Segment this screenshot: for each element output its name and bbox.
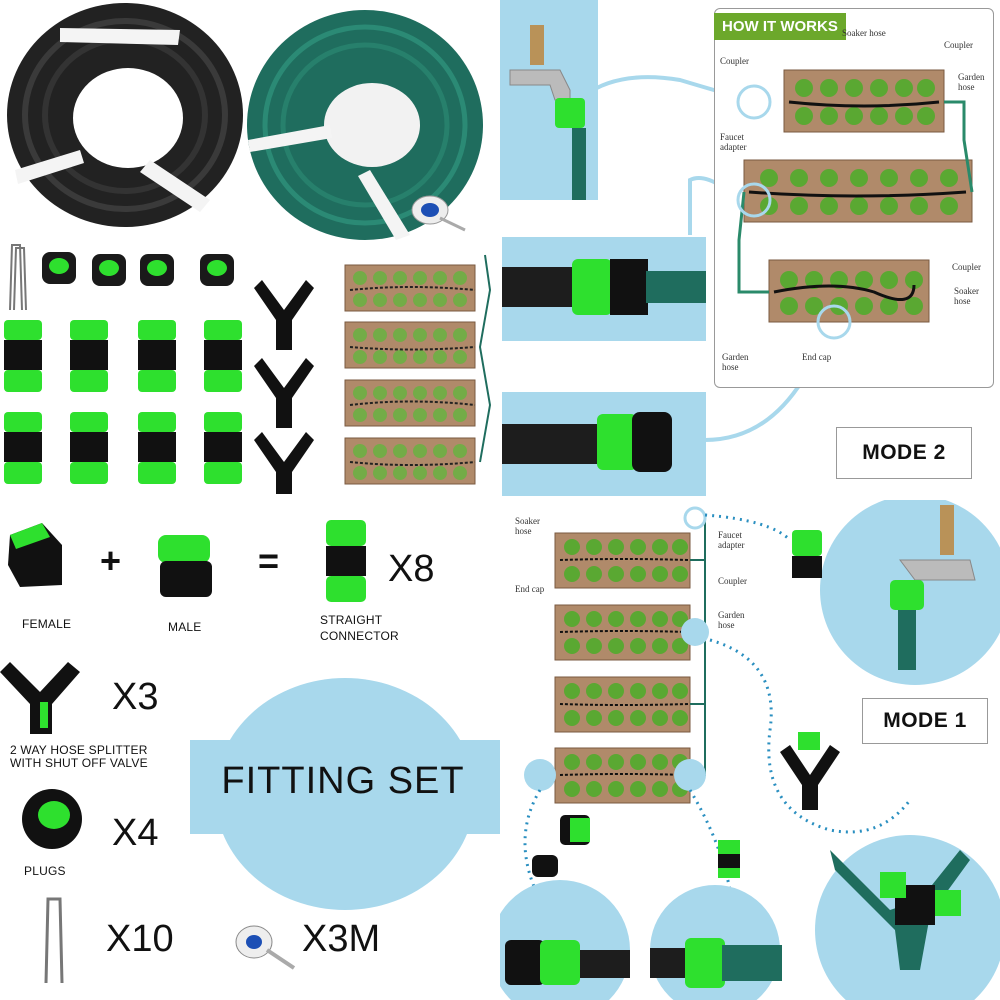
male-label: MALE bbox=[168, 620, 202, 634]
end-cap-photo-panel bbox=[502, 392, 706, 496]
hose-coils-image bbox=[7, 3, 483, 240]
hiw-garden-hose-bottom-label: Garden hose bbox=[722, 352, 749, 372]
mode1-faucet-photo bbox=[890, 505, 976, 670]
mode2-badge: MODE 2 bbox=[836, 427, 972, 479]
hiw-garden-hose-label: Garden hose bbox=[958, 72, 985, 92]
m1-faucet-adapter-label: Faucet adapter bbox=[718, 530, 745, 550]
plug-icon bbox=[22, 789, 82, 849]
how-it-works-title: HOW IT WORKS bbox=[714, 13, 846, 40]
male-fitting-icon bbox=[158, 535, 212, 597]
coupler-photo bbox=[502, 259, 706, 315]
faucet-photo-panel bbox=[500, 0, 598, 200]
y-splitters-column bbox=[254, 280, 314, 494]
hiw-coupler-left-label: Coupler bbox=[720, 56, 749, 66]
straight-connector-qty: X8 bbox=[388, 548, 435, 590]
female-fitting-icon bbox=[8, 523, 62, 587]
coupler-photo-panel bbox=[502, 237, 706, 341]
hiw-faucet-adapter-label: Faucet adapter bbox=[720, 132, 747, 152]
hiw-coupler-bottom-label: Coupler bbox=[952, 262, 981, 272]
female-label: FEMALE bbox=[22, 617, 72, 631]
m1-garden-hose-label: Garden hose bbox=[718, 610, 745, 630]
faucet-icon bbox=[509, 25, 586, 200]
hiw-soaker-hose-bottom-label: Soaker hose bbox=[954, 286, 979, 306]
m1-soaker-hose-label: Soaker hose bbox=[515, 516, 540, 536]
fitting-set-band bbox=[190, 740, 500, 834]
stakes-qty: X10 bbox=[106, 918, 174, 960]
ground-stakes-icon bbox=[9, 244, 27, 311]
mode1-badge: MODE 1 bbox=[862, 698, 988, 744]
m1-coupler-label: Coupler bbox=[718, 576, 747, 586]
parts-grid-image bbox=[4, 244, 314, 494]
equals-sign: = bbox=[258, 540, 280, 581]
straight-connectors-grid bbox=[4, 320, 242, 484]
ground-stake-icon bbox=[44, 897, 64, 984]
hiw-end-cap-label: End cap bbox=[802, 352, 832, 362]
plus-sign: + bbox=[100, 540, 122, 581]
straight-connector-label: STRAIGHT CONNECTOR bbox=[320, 613, 399, 643]
splitter-label: 2 WAY HOSE SPLITTER WITH SHUT OFF VALVE bbox=[10, 743, 148, 770]
garden-hose-coil bbox=[247, 10, 483, 240]
mode1-diagram bbox=[500, 500, 1000, 1000]
fitting-set-title: FITTING SET bbox=[221, 760, 465, 802]
plugs-row bbox=[42, 252, 234, 286]
soaker-hose-coil bbox=[7, 3, 243, 227]
mode1-small-parts bbox=[532, 530, 840, 878]
how-it-works-diagram bbox=[736, 69, 974, 340]
hiw-coupler-label: Coupler bbox=[944, 40, 973, 50]
garden-beds-illustration bbox=[344, 254, 492, 485]
plugs-qty: X4 bbox=[112, 812, 159, 854]
tape-qty: X3M bbox=[302, 918, 381, 960]
hiw-soaker-hose-label: Soaker hose bbox=[842, 28, 886, 38]
teflon-tape-icon bbox=[235, 925, 296, 970]
end-cap-photo bbox=[502, 412, 672, 472]
plugs-label: PLUGS bbox=[24, 864, 66, 878]
splitter-qty: X3 bbox=[112, 676, 159, 718]
mode1-bottom-connector-photos bbox=[505, 850, 970, 988]
splitter-icon bbox=[0, 662, 80, 734]
teflon-tape bbox=[411, 195, 466, 232]
straight-connector-icon bbox=[326, 520, 366, 602]
m1-end-cap-label: End cap bbox=[515, 584, 545, 594]
